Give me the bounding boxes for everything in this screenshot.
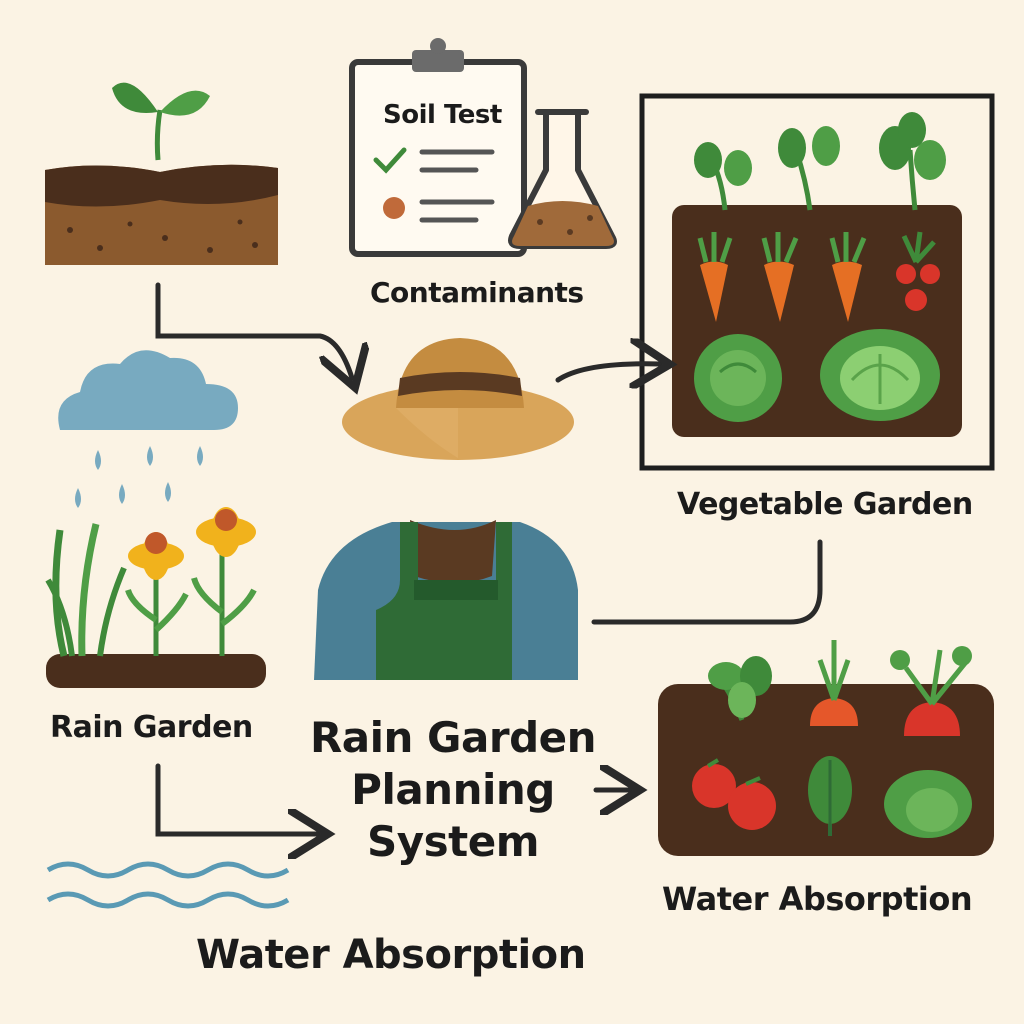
soil-test-label: Soil Test [383, 100, 502, 130]
water-absorption-label-right: Water Absorption [662, 880, 973, 918]
carrot-icon [761, 232, 799, 322]
rain-garden-flowers-icon [45, 507, 266, 688]
carrot-icon [697, 232, 733, 322]
soil-layers-with-sprout-icon [45, 82, 278, 265]
water-waves-icon [46, 861, 290, 909]
soil-test-clipboard-icon [349, 38, 527, 257]
lab-flask-icon [508, 109, 617, 249]
gardener-with-apron-icon [314, 520, 578, 680]
vegetable-garden-bed-icon [639, 93, 995, 471]
rain-garden-label: Rain Garden [50, 710, 253, 745]
arrow-hat-to-vegetable-garden [555, 364, 660, 380]
arrow-rain-garden-to-system [155, 763, 318, 834]
water-absorption-label-bottom: Water Absorption [196, 932, 586, 978]
cabbage-icon [820, 329, 940, 421]
vegetable-garden-label: Vegetable Garden [677, 487, 973, 522]
rain-cloud-icon [58, 350, 238, 508]
connector-arrows [155, 282, 823, 834]
radish-icon [896, 231, 940, 311]
connector-vegetable-garden-to-gardener [591, 539, 823, 625]
contaminants-label: Contaminants [370, 276, 584, 309]
gardener-sun-hat-icon [342, 338, 574, 460]
harvest-bed-icon [658, 640, 994, 856]
cabbage-icon [694, 334, 782, 422]
system-title: Rain Garden Planning System [309, 713, 597, 866]
carrot-icon [829, 232, 867, 322]
arrow-soil-to-gardener [155, 282, 352, 378]
